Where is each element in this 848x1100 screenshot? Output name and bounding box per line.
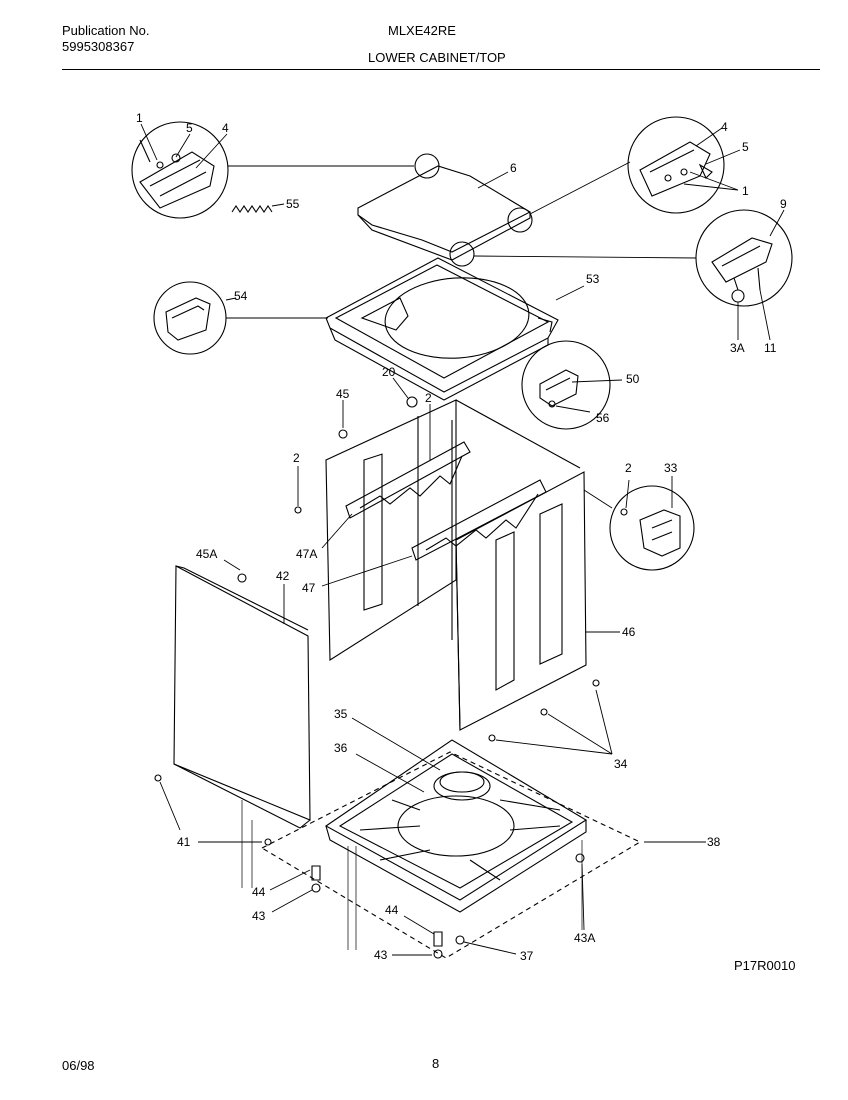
callout-2: 2 — [293, 451, 300, 465]
fasteners — [154, 396, 600, 959]
publication-label: Publication No. — [62, 23, 150, 38]
callout-47a: 47A — [296, 547, 317, 561]
callout-44: 44 — [252, 885, 266, 899]
callout-47: 47 — [302, 581, 316, 595]
callout-1: 1 — [136, 111, 143, 125]
hinge-detail-left — [131, 121, 229, 219]
callout-50: 50 — [626, 372, 640, 386]
cabinet-side-panel — [455, 471, 587, 731]
cabinet-front-panel — [173, 565, 311, 829]
callout-3a: 3A — [730, 341, 745, 355]
callout-56: 56 — [596, 411, 610, 425]
callout-5: 5 — [742, 140, 749, 154]
page-number: 8 — [432, 1056, 439, 1071]
cabinet-braces — [345, 441, 547, 561]
callout-36: 36 — [334, 741, 348, 755]
callout-53: 53 — [586, 272, 600, 286]
callout-5: 5 — [186, 121, 193, 135]
switch-detail — [521, 340, 611, 430]
model-number: MLXE42RE — [388, 23, 456, 38]
callout-43: 43 — [252, 909, 266, 923]
callout-11: 11 — [764, 341, 777, 355]
callout-43: 43 — [374, 948, 388, 962]
lid-spring-part — [231, 205, 273, 213]
dispenser-detail-left — [153, 281, 227, 355]
callout-44: 44 — [385, 903, 399, 917]
callout-1: 1 — [742, 184, 749, 198]
diagram-code: P17R0010 — [734, 958, 795, 973]
callout-42: 42 — [276, 569, 290, 583]
callout-2: 2 — [625, 461, 632, 475]
callout-45: 45 — [336, 387, 350, 401]
callout-34: 34 — [614, 757, 628, 771]
callout-54: 54 — [234, 289, 248, 303]
callout-2: 2 — [425, 391, 432, 405]
header-rule — [62, 69, 820, 70]
callout-6: 6 — [510, 161, 517, 175]
cabinet-base — [324, 739, 588, 913]
callout-4: 4 — [721, 120, 728, 134]
callout-43a: 43A — [574, 931, 595, 945]
latch-detail-right — [695, 209, 793, 307]
callout-35: 35 — [334, 707, 348, 721]
hinge-detail-right — [627, 116, 725, 214]
callout-20: 20 — [382, 365, 396, 379]
callout-4: 4 — [222, 121, 229, 135]
clip-detail-right — [609, 485, 695, 571]
callout-55: 55 — [286, 197, 300, 211]
top-lid-part — [357, 153, 533, 267]
callout-labels: 1 5 4 6 55 4 5 1 9 3A 11 54 53 20 50 56 … — [136, 111, 787, 963]
callout-37: 37 — [520, 949, 534, 963]
cabinet-top-part — [325, 257, 559, 401]
callout-45a: 45A — [196, 547, 217, 561]
publication-number: 5995308367 — [62, 39, 135, 54]
section-title: LOWER CABINET/TOP — [368, 50, 506, 65]
callout-38: 38 — [707, 835, 721, 849]
leader-lines — [140, 123, 785, 956]
callout-33: 33 — [664, 461, 678, 475]
callout-9: 9 — [780, 197, 787, 211]
footer-date: 06/98 — [62, 1058, 95, 1073]
callout-41: 41 — [177, 835, 191, 849]
cabinet-rear-panel — [325, 399, 581, 661]
callout-46: 46 — [622, 625, 636, 639]
